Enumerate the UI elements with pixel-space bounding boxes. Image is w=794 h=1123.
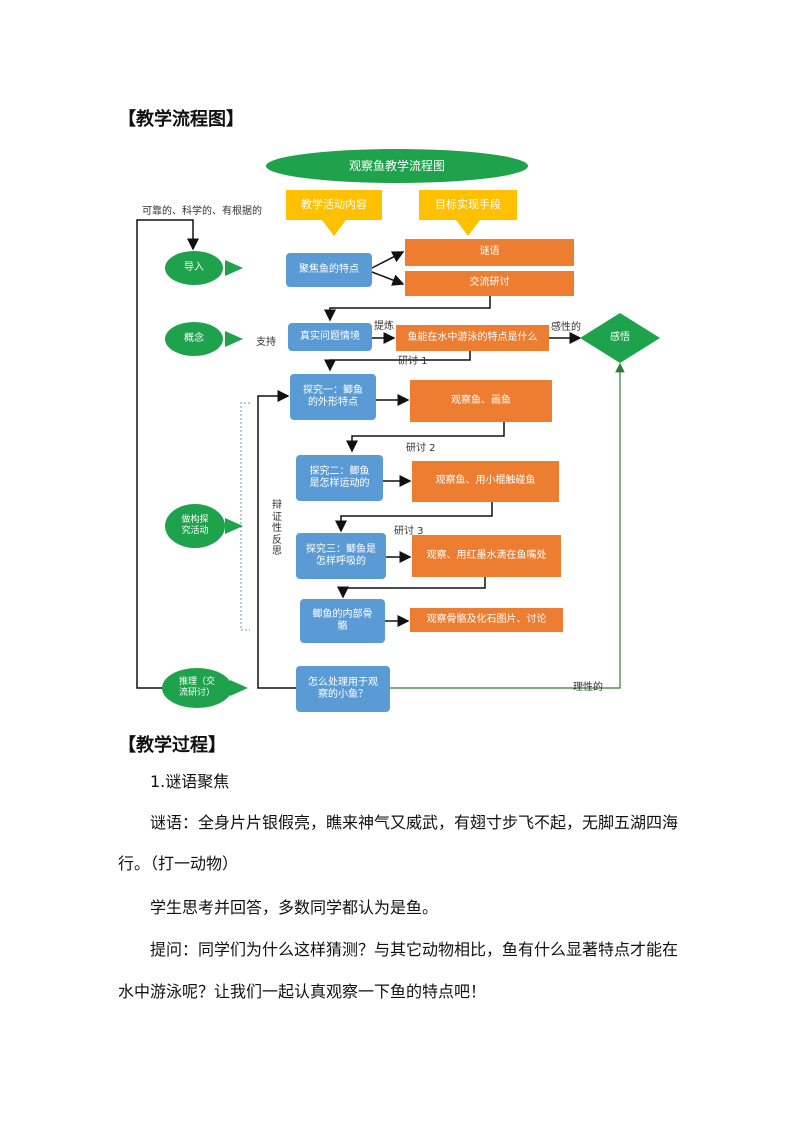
label-study-3: 研讨 3 [394, 526, 424, 537]
label-support: 支持 [256, 337, 276, 348]
flowchart-heading: 【教学流程图】 [118, 109, 244, 130]
top-note: 可靠的、科学的、有根据的 [142, 206, 262, 217]
student-answer: 学生思考并回答，多数同学都认为是鱼。 [150, 898, 439, 917]
stage-label: 做构探 究活动 [165, 504, 225, 548]
label-rational: 理性的 [573, 682, 603, 693]
stage-label: 推理（交 流研讨） [162, 668, 232, 708]
process-item-1: 1.谜语聚焦 [150, 772, 230, 791]
diamond-insight: 感悟 [610, 331, 630, 343]
stage-label: 概念 [165, 322, 223, 356]
stage-arrow-icon [225, 331, 243, 347]
box-inquiry-3: 探究三：鲫鱼是 怎样呼吸的 [296, 533, 386, 579]
box-skeleton: 鲫鱼的内部骨 骼 [300, 599, 385, 643]
box-inquiry-1: 探究一：鲫鱼 的外形特点 [290, 374, 376, 420]
riddle-line-1: 谜语：全身片片银假亮，瞧来神气又威武，有翅寸步飞不起，无脚五湖四海 [150, 813, 679, 832]
box-discussion: 交流研讨 [405, 271, 574, 296]
label-refine: 提炼 [374, 321, 394, 332]
teaching-flowchart: 观察鱼教学流程图 教学活动内容 目标实现手段 可靠的、科学的、有根据的 导入 概… [136, 149, 660, 712]
stage-arrow-icon [225, 260, 243, 276]
box-focus-fish: 聚焦鱼的特点 [286, 253, 372, 287]
column-header-activity: 教学活动内容 [286, 190, 382, 220]
box-observe-ink: 观察、用红墨水滴在鱼嘴处 [412, 535, 561, 577]
stage-label: 导入 [165, 251, 223, 285]
box-observe-touch: 观察鱼、用小棍触碰鱼 [412, 461, 559, 502]
label-perceptual: 感性的 [551, 322, 581, 333]
label-study-1: 研讨 1 [398, 356, 428, 367]
label-study-2: 研讨 2 [406, 443, 436, 454]
flowchart-connectors [136, 219, 660, 689]
box-handle-fish: 怎么处理用于观 察的小鱼？ [296, 666, 390, 712]
stage-reasoning: 推理（交 流研讨） [162, 668, 252, 708]
riddle-line-2: 行。（打一动物） [118, 854, 239, 873]
stage-concept: 概念 [165, 322, 243, 356]
box-observe-fossil: 观察骨骼及化石图片、讨论 [410, 608, 563, 632]
stage-inquiry: 做构探 究活动 [165, 504, 243, 548]
flowchart-title: 观察鱼教学流程图 [266, 149, 528, 183]
process-heading: 【教学过程】 [118, 735, 226, 756]
question-line-1: 提问：同学们为什么这样猜测？与其它动物相比，鱼有什么显著特点才能在 [150, 940, 679, 959]
question-line-2: 水中游泳呢？让我们一起认真观察一下鱼的特点吧！ [118, 982, 487, 1001]
box-inquiry-2: 探究二：鲫鱼 是怎样运动的 [296, 455, 383, 501]
stage-introduction: 导入 [165, 251, 243, 285]
stage-arrow-icon [225, 518, 243, 534]
box-swim-question: 鱼能在水中游泳的特点是什么 [396, 325, 549, 351]
column-header-means: 目标实现手段 [419, 190, 517, 220]
box-real-problem: 真实问题情境 [288, 323, 372, 351]
box-observe-draw: 观察鱼、画鱼 [410, 380, 552, 422]
box-riddle: 谜语 [405, 239, 574, 266]
stage-arrow-icon [230, 680, 248, 696]
label-reflection: 辩 证 性 反 思 [272, 500, 282, 557]
